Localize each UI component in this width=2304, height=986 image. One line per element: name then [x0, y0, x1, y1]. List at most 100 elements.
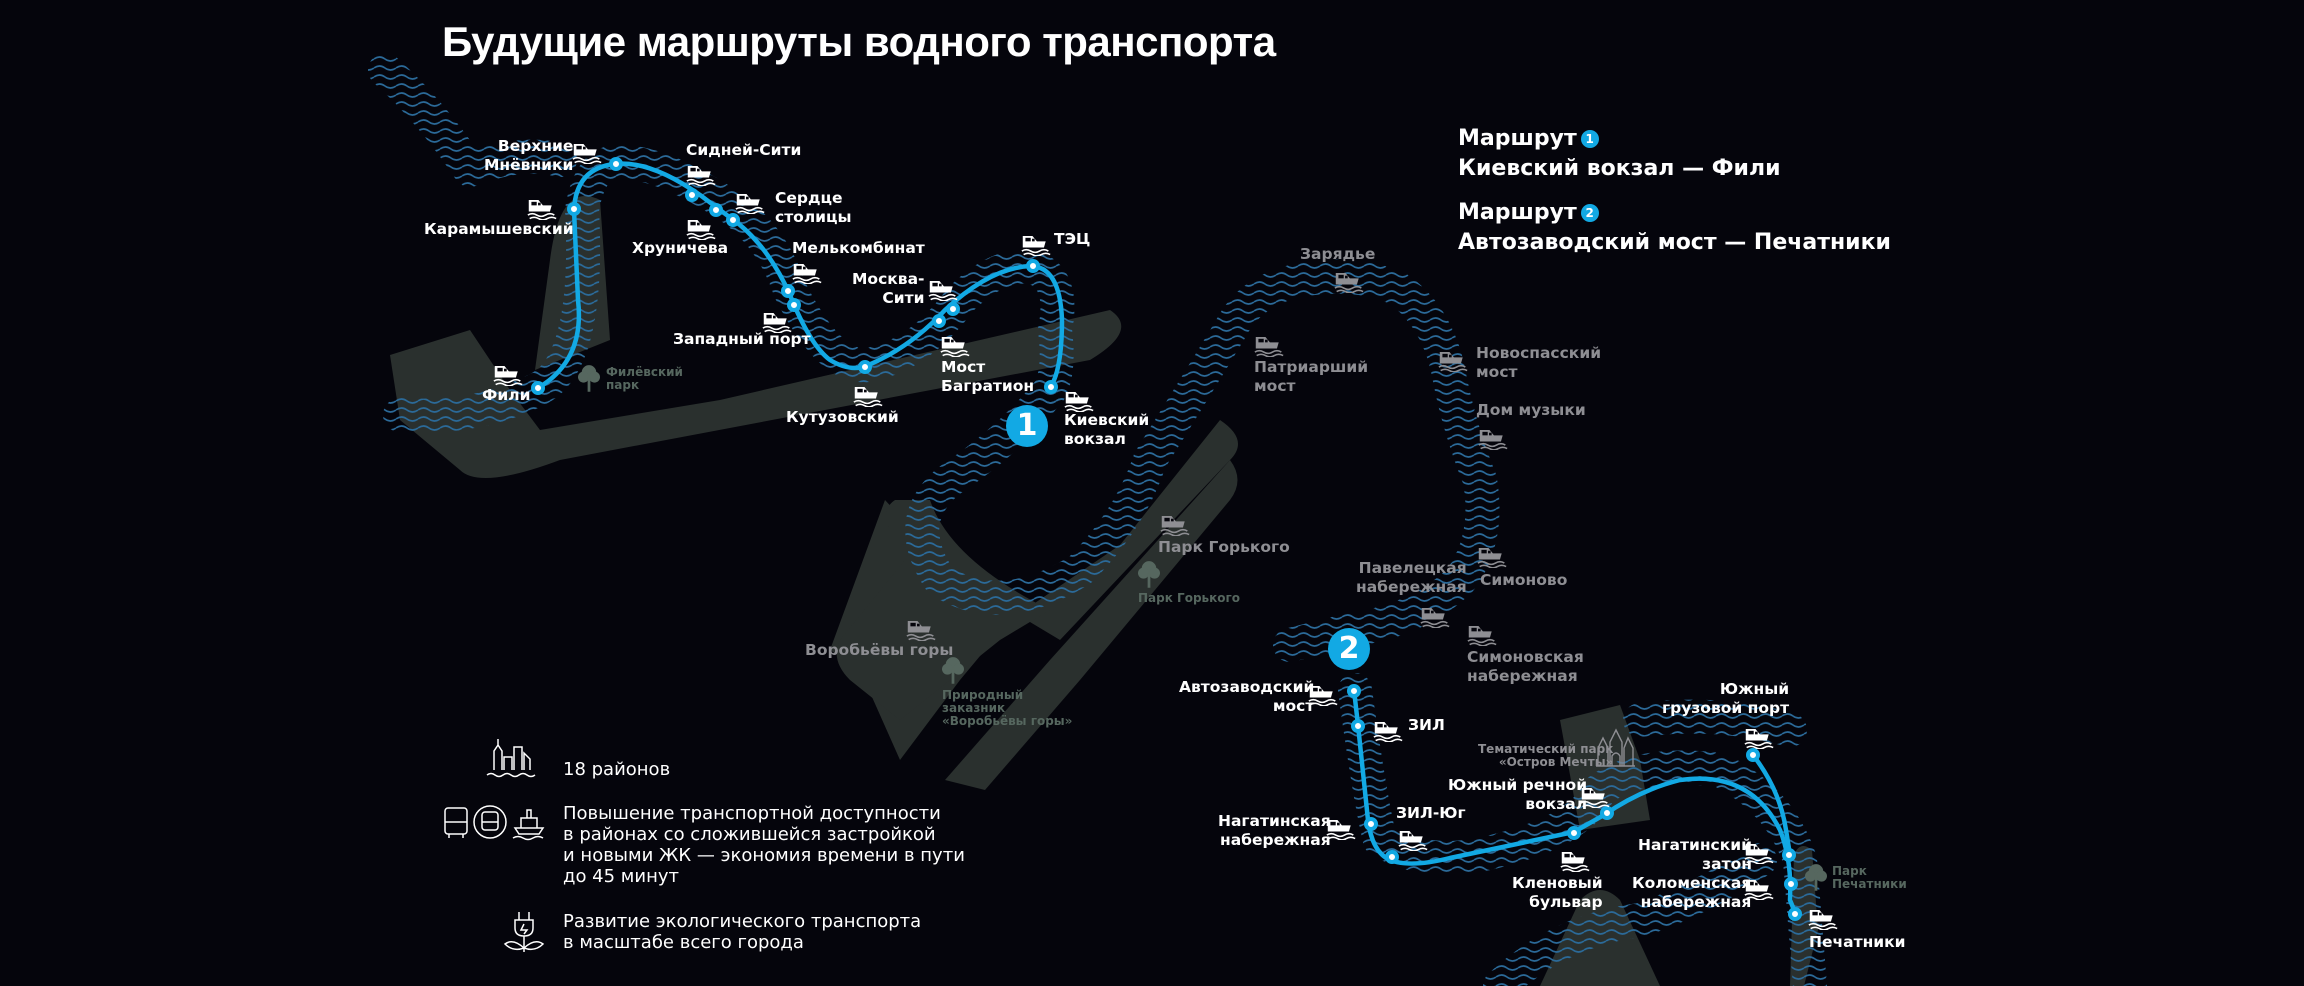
stop-label: Нагатинская набережная — [1218, 812, 1331, 849]
stop-dot-most-bagration — [932, 314, 946, 328]
river-south — [1338, 673, 1827, 986]
stop-label: Воробьёвы горы — [805, 641, 954, 659]
stop-label: ТЭЦ — [1054, 230, 1091, 248]
stop-label: Мост Багратион — [941, 358, 1035, 395]
stop-label: Фили — [482, 386, 531, 404]
stop-dot-moskva-city — [946, 302, 960, 316]
city-icon — [486, 739, 536, 778]
stop-label: Новоспасский мост — [1476, 344, 1602, 381]
stop-label: Павелецкая набережная — [1356, 559, 1467, 596]
stop-label: Южный речной вокзал — [1448, 776, 1588, 813]
stop-label: Нагатинский затон — [1638, 836, 1752, 873]
route2-badge: 2 — [1328, 628, 1370, 670]
river — [368, 53, 1827, 986]
stop-label: Западный порт — [673, 330, 811, 348]
boat-icon — [1254, 336, 1284, 357]
river-center — [905, 259, 1500, 662]
route2-branch — [1750, 752, 1793, 858]
stop-dot-kolomenskaya — [1784, 877, 1798, 891]
stop-label: Коломенская набережная — [1632, 874, 1752, 911]
stop-dot-pechatniki — [1788, 907, 1802, 921]
boat-icon — [735, 193, 765, 214]
stop-dot-khrunicheva — [709, 203, 723, 217]
river-south-arm — [1483, 843, 1777, 986]
stop-dot-nagatinsky-zaton — [1782, 848, 1796, 862]
fact-text: Развитие экологического транспорта в мас… — [563, 911, 922, 953]
stop-dot-melkombinat — [781, 284, 795, 298]
stop-label: Мелькомбинат — [792, 239, 925, 257]
stop-label: Автозаводский мост — [1179, 678, 1315, 715]
boat-icon — [527, 199, 557, 220]
land-shapes — [390, 196, 1818, 986]
stop-dot-klenovy — [1567, 826, 1581, 840]
park-label: Тематический парк «Остров Мечты» — [1478, 742, 1614, 769]
transport-icon — [444, 805, 545, 841]
stop-label: Кутузовский — [786, 408, 899, 426]
route1-stop-dots — [531, 157, 1058, 395]
route2-badge-small: 2 — [1580, 204, 1599, 222]
eco-plug-icon — [503, 912, 545, 952]
route2-stop-dots — [1347, 684, 1802, 921]
stop-label: Сидней-Сити — [686, 141, 802, 159]
stop-dot-zil — [1351, 719, 1365, 733]
page-title: Будущие маршруты водного транспорта — [442, 18, 1276, 65]
boat-icon — [1478, 429, 1508, 450]
stop-label: Москва- Сити — [852, 270, 925, 307]
boat-icon — [1560, 851, 1590, 872]
boat-icon — [1373, 721, 1403, 742]
stop-dot-verkhnie-mnevniki — [609, 157, 623, 171]
castle-icon — [1596, 728, 1635, 767]
fact-text: Повышение транспортной доступности в рай… — [563, 803, 965, 887]
stop-dot-tets — [1026, 259, 1040, 273]
boat-icon — [792, 263, 822, 284]
stop-dot-kutuzovsky — [858, 360, 872, 374]
route1-badge: 1 — [1006, 405, 1048, 447]
boat-icon — [1808, 909, 1838, 930]
river-east — [1623, 699, 1807, 747]
stop-label: Печатники — [1809, 933, 1906, 951]
park-label: Природный заказник «Воробьёвы горы» — [942, 688, 1073, 728]
stop-label: Хруничева — [632, 239, 729, 257]
boat-icon — [1064, 391, 1094, 412]
stop-label: Кленовый бульвар — [1512, 874, 1603, 911]
stop-dot-kievsky — [1044, 380, 1058, 394]
stop-dot-avtozavodsky — [1347, 684, 1361, 698]
route1-badge-small: 1 — [1580, 130, 1599, 148]
boat-icon — [493, 365, 523, 386]
land-fili — [390, 310, 1122, 478]
stop-label: Симоново — [1480, 571, 1568, 589]
stop-dot-zil-yug — [1385, 850, 1399, 864]
stop-dot-serdtse-stolitsy — [726, 213, 740, 227]
legend-route1-desc: Киевский вокзал — Фили — [1458, 156, 1781, 181]
stop-dot-nagatinskaya — [1364, 817, 1378, 831]
legend-route2-desc: Автозаводский мост — Печатники — [1458, 230, 1891, 255]
stop-label: Южный грузовой порт — [1662, 680, 1790, 717]
land-vorobyovy-main — [836, 500, 1050, 720]
stop-label: Зарядье — [1300, 245, 1376, 263]
stop-label: Сердце столицы — [775, 189, 852, 226]
stop-label: Дом музыки — [1476, 401, 1586, 419]
park-label: Парк Печатники — [1832, 864, 1907, 891]
boat-icon — [1467, 625, 1497, 646]
stop-dot-karamyshevsky — [567, 202, 581, 216]
land-park-gorky — [945, 460, 1238, 790]
stop-dot-yuzhny-gruzovoy — [1746, 748, 1760, 762]
stop-label: Симоновская набережная — [1467, 648, 1584, 685]
tree-icon — [578, 365, 600, 392]
stop-label: Патриарший мост — [1254, 358, 1369, 395]
stop-label: Карамышевский — [424, 220, 574, 238]
stop-label: ЗИЛ-Юг — [1396, 804, 1466, 822]
boat-icon — [1326, 819, 1356, 840]
stop-label: Киевский вокзал — [1064, 411, 1150, 448]
stop-label: Парк Горького — [1158, 538, 1290, 556]
river-top-left — [368, 53, 577, 187]
fact-text: 18 районов — [563, 759, 671, 780]
stop-dot-yuzhny-rechnoy — [1600, 806, 1614, 820]
stop-dot-fili — [531, 381, 545, 395]
stop-label: ЗИЛ — [1408, 716, 1445, 734]
stop-dot-sidney-city — [685, 188, 699, 202]
